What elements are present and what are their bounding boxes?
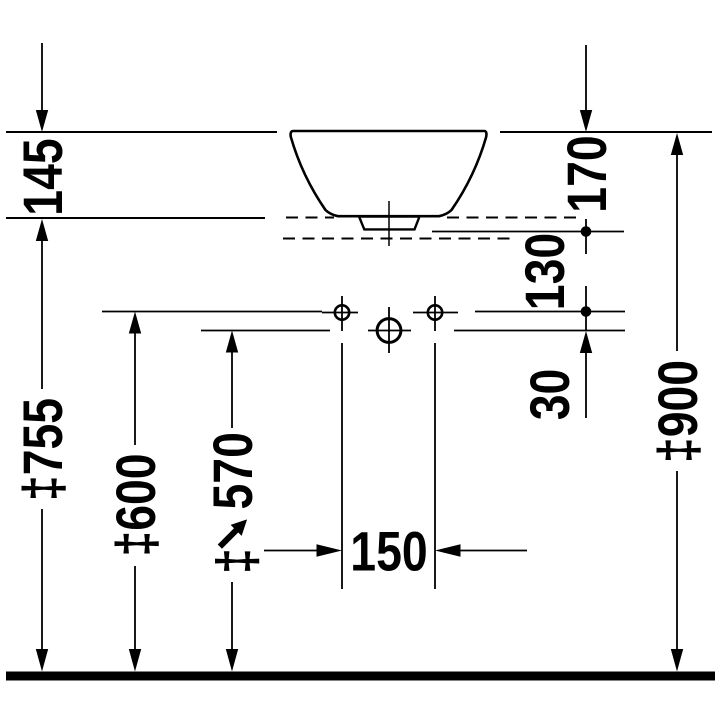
svg-text:170: 170 bbox=[556, 135, 618, 212]
svg-text:150: 150 bbox=[350, 521, 427, 583]
svg-text:‡900: ‡900 bbox=[647, 360, 709, 463]
svg-text:30: 30 bbox=[519, 369, 581, 421]
svg-text:‡755: ‡755 bbox=[12, 398, 74, 501]
svg-text:145: 145 bbox=[12, 138, 74, 215]
svg-text:‡: ‡ bbox=[206, 548, 268, 574]
svg-text:‡600: ‡600 bbox=[105, 453, 167, 556]
svg-text:570: 570 bbox=[202, 432, 264, 509]
svg-text:130: 130 bbox=[514, 233, 576, 310]
